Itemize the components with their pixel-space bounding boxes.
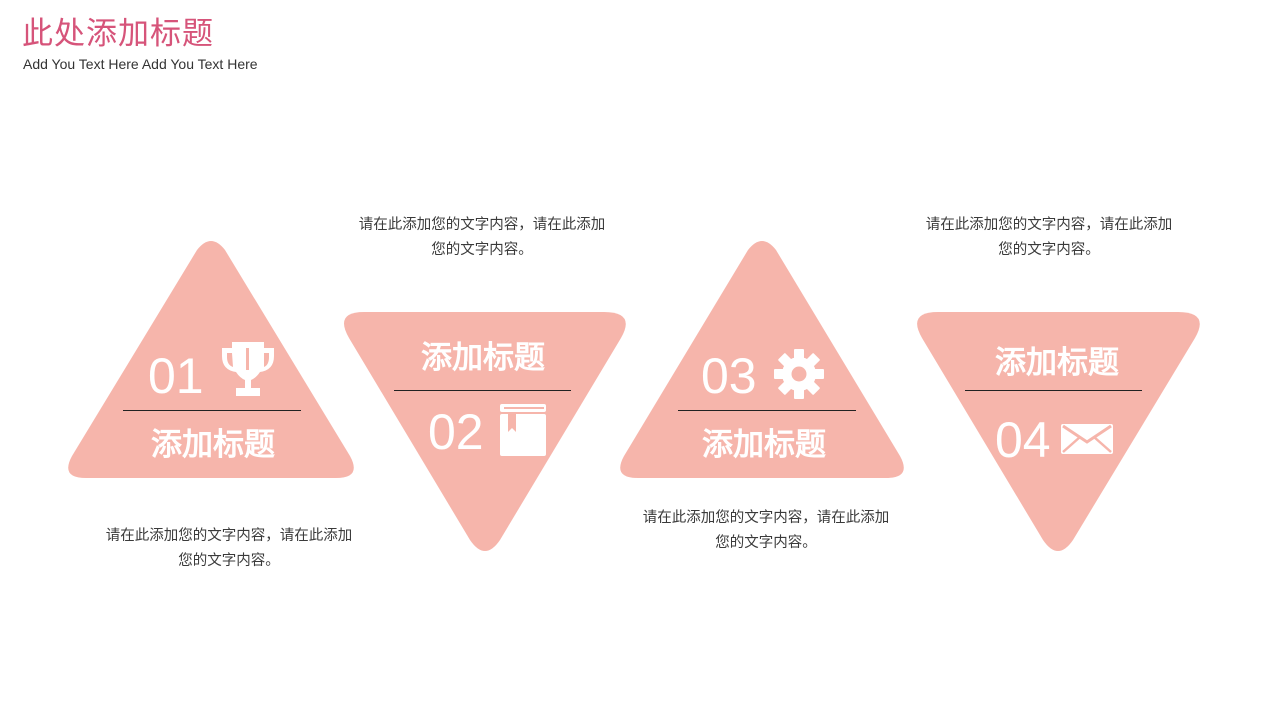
step-4-divider (965, 390, 1142, 391)
step-4-description: 请在此添加您的文字内容，请在此添加 您的文字内容。 (899, 213, 1199, 263)
step-3-description: 请在此添加您的文字内容，请在此添加 您的文字内容。 (616, 506, 916, 556)
step-3-desc-line2: 您的文字内容。 (715, 535, 817, 551)
step-1-desc-line2: 您的文字内容。 (178, 553, 280, 569)
step-3-title: 添加标题 (702, 427, 826, 463)
step-1-description: 请在此添加您的文字内容，请在此添加 您的文字内容。 (79, 524, 379, 574)
step-4-triangle (917, 312, 1200, 551)
page-subtitle: Add You Text Here Add You Text Here (23, 56, 258, 72)
page-title: 此处添加标题 (22, 16, 214, 52)
step-1-title: 添加标题 (151, 427, 275, 463)
step-2-description: 请在此添加您的文字内容，请在此添加 您的文字内容。 (332, 213, 632, 263)
envelope-icon (1061, 424, 1113, 454)
step-1-desc-line1: 请在此添加您的文字内容，请在此添加 (105, 528, 353, 544)
step-2-number: 02 (428, 404, 484, 460)
step-3-divider (678, 410, 856, 411)
step-2-desc-line1: 请在此添加您的文字内容，请在此添加 (358, 217, 606, 233)
book-icon (500, 404, 546, 456)
step-2-desc-line2: 您的文字内容。 (431, 242, 533, 258)
step-3-desc-line1: 请在此添加您的文字内容，请在此添加 (642, 510, 890, 526)
step-1-divider (123, 410, 301, 411)
step-4-desc-line2: 您的文字内容。 (998, 242, 1100, 258)
step-2-title: 添加标题 (421, 340, 545, 376)
step-1-number: 01 (148, 348, 204, 404)
step-3-triangle (620, 241, 904, 478)
step-4-title: 添加标题 (995, 345, 1119, 381)
step-2-divider (394, 390, 571, 391)
trophy-icon (222, 342, 274, 396)
step-4-number: 04 (995, 412, 1051, 468)
step-4-desc-line1: 请在此添加您的文字内容，请在此添加 (925, 217, 1173, 233)
step-1-triangle (68, 241, 354, 478)
step-3-number: 03 (701, 348, 757, 404)
step-2-triangle (344, 312, 626, 551)
gear-icon (774, 349, 824, 399)
